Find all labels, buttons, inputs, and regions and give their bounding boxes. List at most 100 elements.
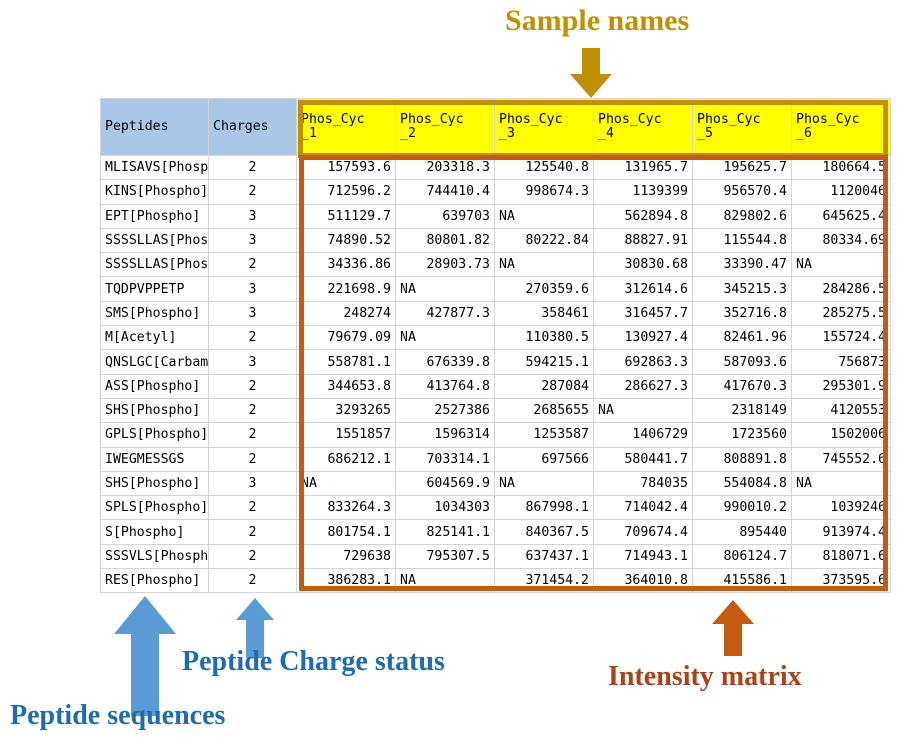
cell-intensity-sample-2[interactable]: 744410.4: [395, 179, 495, 205]
cell-intensity-sample-3[interactable]: 2685655: [494, 397, 594, 424]
cell-intensity-sample-6[interactable]: 1120046: [791, 179, 891, 205]
cell-intensity-sample-3[interactable]: 80222.84: [494, 227, 594, 254]
cell-intensity-sample-3[interactable]: 867998.1: [494, 495, 594, 521]
cell-intensity-sample-5[interactable]: 415586.1: [692, 568, 792, 594]
cell-intensity-sample-4[interactable]: 316457.7: [593, 300, 693, 327]
cell-intensity-sample-2[interactable]: 1034303: [395, 495, 495, 521]
cell-peptide[interactable]: RES[Phospho]: [100, 568, 209, 594]
cell-intensity-sample-1[interactable]: 74890.52: [296, 227, 396, 254]
cell-peptide[interactable]: IWEGMESSGS: [100, 446, 209, 472]
cell-charge[interactable]: 2: [208, 373, 297, 399]
cell-intensity-sample-6[interactable]: 756873: [791, 349, 891, 375]
column-header-sample-5[interactable]: Phos_Cyc _5: [692, 98, 792, 156]
cell-intensity-sample-5[interactable]: 82461.96: [692, 325, 792, 351]
cell-intensity-sample-2[interactable]: 795307.5: [395, 543, 495, 570]
cell-intensity-sample-4[interactable]: 312614.6: [593, 276, 693, 302]
cell-intensity-sample-2[interactable]: 703314.1: [395, 446, 495, 472]
cell-intensity-sample-6[interactable]: 913974.4: [791, 519, 891, 545]
column-header-sample-2[interactable]: Phos_Cyc _2: [395, 98, 495, 156]
cell-intensity-sample-4[interactable]: 1139399: [593, 179, 693, 205]
cell-intensity-sample-4[interactable]: 692863.3: [593, 349, 693, 375]
cell-intensity-sample-4[interactable]: 784035: [593, 470, 693, 497]
cell-charge[interactable]: 3: [208, 227, 297, 254]
cell-charge[interactable]: 2: [208, 154, 297, 181]
cell-intensity-sample-3[interactable]: 594215.1: [494, 349, 594, 375]
cell-intensity-sample-6[interactable]: 180664.5: [791, 154, 891, 181]
cell-intensity-sample-3[interactable]: 697566: [494, 446, 594, 472]
cell-peptide[interactable]: QNSLGC[Carbamidomethyl]: [100, 349, 209, 375]
cell-intensity-sample-5[interactable]: 806124.7: [692, 543, 792, 570]
column-header-peptides[interactable]: Peptides: [100, 98, 209, 156]
cell-peptide[interactable]: ASS[Phospho]: [100, 373, 209, 399]
cell-intensity-sample-6[interactable]: 80334.69: [791, 227, 891, 254]
cell-intensity-sample-4[interactable]: NA: [593, 397, 693, 424]
cell-intensity-sample-5[interactable]: 829802.6: [692, 203, 792, 229]
cell-intensity-sample-4[interactable]: 714042.4: [593, 495, 693, 521]
column-header-sample-1[interactable]: Phos_Cyc _1: [296, 98, 396, 156]
cell-intensity-sample-2[interactable]: 427877.3: [395, 300, 495, 327]
cell-intensity-sample-1[interactable]: 686212.1: [296, 446, 396, 472]
cell-intensity-sample-2[interactable]: 203318.3: [395, 154, 495, 181]
cell-charge[interactable]: 2: [208, 446, 297, 472]
cell-intensity-sample-4[interactable]: 580441.7: [593, 446, 693, 472]
cell-intensity-sample-4[interactable]: 562894.8: [593, 203, 693, 229]
cell-charge[interactable]: 3: [208, 470, 297, 497]
cell-intensity-sample-3[interactable]: NA: [494, 252, 594, 278]
cell-peptide[interactable]: SMS[Phospho]: [100, 300, 209, 327]
cell-intensity-sample-5[interactable]: 956570.4: [692, 179, 792, 205]
cell-intensity-sample-1[interactable]: 558781.1: [296, 349, 396, 375]
cell-intensity-sample-1[interactable]: 712596.2: [296, 179, 396, 205]
cell-charge[interactable]: 2: [208, 519, 297, 545]
cell-charge[interactable]: 2: [208, 179, 297, 205]
cell-intensity-sample-5[interactable]: 352716.8: [692, 300, 792, 327]
cell-intensity-sample-1[interactable]: 3293265: [296, 397, 396, 424]
cell-intensity-sample-2[interactable]: 80801.82: [395, 227, 495, 254]
cell-intensity-sample-6[interactable]: 745552.6: [791, 446, 891, 472]
cell-peptide[interactable]: SPLS[Phospho]: [100, 495, 209, 521]
cell-peptide[interactable]: SSSSLLAS[Phospho]: [100, 252, 209, 278]
cell-peptide[interactable]: MLISAVS[Phospho]: [100, 154, 209, 181]
cell-intensity-sample-6[interactable]: 295301.9: [791, 373, 891, 399]
cell-charge[interactable]: 2: [208, 397, 297, 424]
cell-intensity-sample-1[interactable]: 729638: [296, 543, 396, 570]
cell-charge[interactable]: 2: [208, 543, 297, 570]
cell-intensity-sample-2[interactable]: 413764.8: [395, 373, 495, 399]
cell-intensity-sample-5[interactable]: 554084.8: [692, 470, 792, 497]
cell-intensity-sample-3[interactable]: NA: [494, 203, 594, 229]
column-header-charges[interactable]: Charges: [208, 98, 297, 156]
cell-intensity-sample-6[interactable]: NA: [791, 470, 891, 497]
cell-intensity-sample-4[interactable]: 714943.1: [593, 543, 693, 570]
cell-peptide[interactable]: M[Acetyl]: [100, 325, 209, 351]
cell-intensity-sample-1[interactable]: 801754.1: [296, 519, 396, 545]
cell-charge[interactable]: 3: [208, 349, 297, 375]
cell-intensity-sample-5[interactable]: 587093.6: [692, 349, 792, 375]
cell-peptide[interactable]: SHS[Phospho]: [100, 397, 209, 424]
cell-intensity-sample-3[interactable]: 371454.2: [494, 568, 594, 594]
column-header-sample-3[interactable]: Phos_Cyc _3: [494, 98, 594, 156]
cell-intensity-sample-3[interactable]: 358461: [494, 300, 594, 327]
cell-intensity-sample-3[interactable]: 287084: [494, 373, 594, 399]
cell-intensity-sample-5[interactable]: 990010.2: [692, 495, 792, 521]
cell-intensity-sample-5[interactable]: 33390.47: [692, 252, 792, 278]
cell-intensity-sample-1[interactable]: 79679.09: [296, 325, 396, 351]
cell-peptide[interactable]: KINS[Phospho]: [100, 179, 209, 205]
column-header-sample-6[interactable]: Phos_Cyc _6: [791, 98, 891, 156]
cell-intensity-sample-4[interactable]: 364010.8: [593, 568, 693, 594]
cell-peptide[interactable]: SHS[Phospho]: [100, 470, 209, 497]
cell-intensity-sample-5[interactable]: 345215.3: [692, 276, 792, 302]
cell-intensity-sample-1[interactable]: 386283.1: [296, 568, 396, 594]
cell-intensity-sample-6[interactable]: 155724.4: [791, 325, 891, 351]
cell-intensity-sample-3[interactable]: 998674.3: [494, 179, 594, 205]
cell-charge[interactable]: 3: [208, 300, 297, 327]
cell-intensity-sample-5[interactable]: 895440: [692, 519, 792, 545]
cell-intensity-sample-5[interactable]: 808891.8: [692, 446, 792, 472]
cell-intensity-sample-1[interactable]: 221698.9: [296, 276, 396, 302]
cell-intensity-sample-3[interactable]: 840367.5: [494, 519, 594, 545]
cell-intensity-sample-2[interactable]: NA: [395, 325, 495, 351]
cell-charge[interactable]: 2: [208, 568, 297, 594]
cell-peptide[interactable]: TQDPVPPETP: [100, 276, 209, 302]
cell-intensity-sample-2[interactable]: NA: [395, 568, 495, 594]
cell-intensity-sample-1[interactable]: 248274: [296, 300, 396, 327]
cell-intensity-sample-4[interactable]: 131965.7: [593, 154, 693, 181]
cell-intensity-sample-1[interactable]: 833264.3: [296, 495, 396, 521]
